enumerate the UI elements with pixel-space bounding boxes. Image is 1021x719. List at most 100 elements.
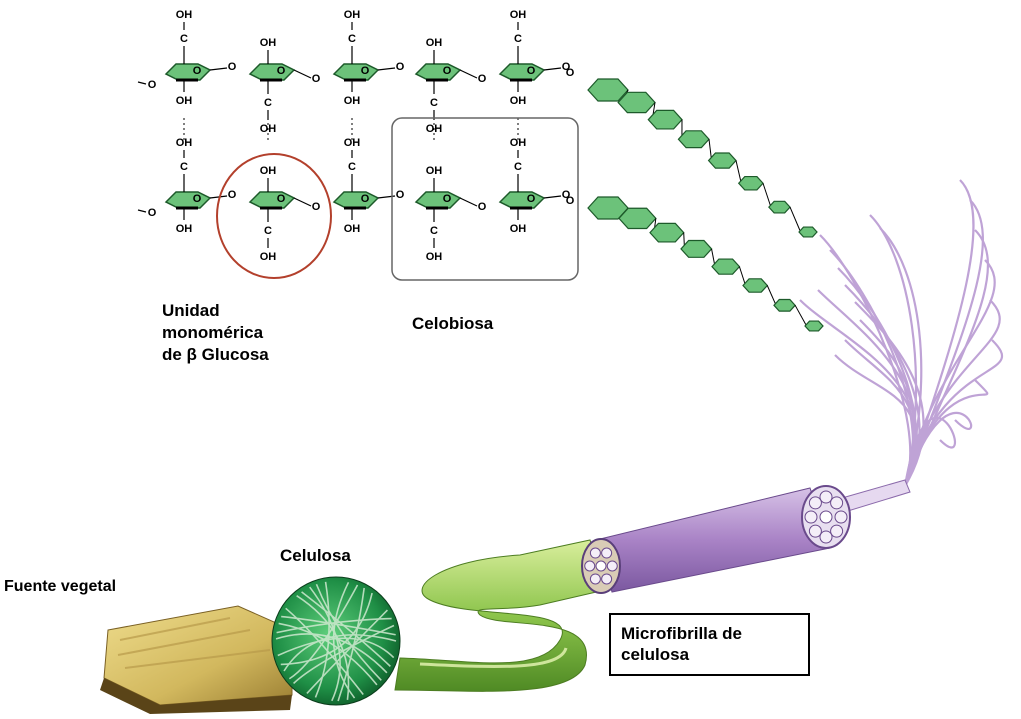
bottom-glycosidic-bond-4 [459,197,478,207]
bottom-tail-hexagon-4 [680,239,713,258]
large-section-circle-2 [830,524,844,538]
large-section-circle-6 [808,496,822,510]
fibril-17 [903,299,1001,487]
top-ring-4 [414,63,462,81]
bottom-ring-5 [498,191,546,209]
bottom-ring-3 [332,191,380,209]
top-glycosidic-bond-3 [377,67,396,71]
beta-glucose-unit-label: Unidad monomérica de β Glucosa [162,300,269,366]
beta-glucose-highlight-circle [216,153,332,279]
bottom-ring-3-oh-top: OH [344,137,361,149]
top-tail-hexagon-5 [707,152,737,169]
mesh-strand-18 [296,595,350,701]
bottom-tail-hexagon-7 [773,298,796,312]
top-ring-2-carbon: C [264,97,272,109]
top-glycosidic-oxygen-3: O [396,61,405,73]
large-section-circle-1 [834,510,848,524]
top-ring-1-oh-bottom: OH [176,95,193,107]
bottom-tail-link-5 [738,266,747,286]
bottom-ring-5-ring-oxygen: O [527,193,536,205]
bottom-glycosidic-oxygen-1: O [228,189,237,201]
bottom-ring-4-oh-bottom: OH [426,251,443,263]
top-ring-4-oh-top: OH [426,37,443,49]
bottom-leading-bond [137,209,147,213]
bottom-ring-5-oh-bottom: OH [510,223,527,235]
top-ring-5-carbon: C [514,33,522,45]
bottom-ring-4-oh-top: OH [426,165,443,177]
top-glycosidic-bond-5 [543,67,562,71]
bottom-ring-5-oh-top: OH [510,137,527,149]
top-ring-5-oh-top: OH [510,9,527,21]
top-ring-4-carbon: C [430,97,438,109]
top-tail-link-5 [735,160,742,184]
bottom-ring-4 [414,191,462,209]
top-chain-tail [587,78,818,238]
top-glycosidic-bond-4 [459,69,478,79]
fibril-strands [799,179,1004,487]
mesh-strand-11 [314,581,330,698]
mesh-strand-6 [301,591,391,667]
top-ring-5-ring-oxygen: O [527,65,536,77]
cellobiose-highlight-box [391,117,579,281]
top-tail-link-6 [762,183,772,208]
small-section-circle-1 [606,560,618,572]
mesh-strand-17 [275,633,388,674]
bottom-ring-2 [248,191,296,209]
large-section-circle-3 [819,530,833,544]
top-ring-2 [248,63,296,81]
bottom-ring-3-ring-oxygen: O [361,193,370,205]
top-ring-5-oh-bottom: OH [510,95,527,107]
mesh-strand-4 [288,584,359,680]
unidad-line-3: de β Glucosa [162,345,269,364]
small-section-circle-3 [589,573,601,585]
cellulose-mesh-circle [271,576,401,706]
bottom-ring-3-carbon: C [348,161,356,173]
hydrogen-bonds [183,118,519,140]
top-ring-2-oh-top: OH [260,37,277,49]
top-ring-1-oh-top: OH [176,9,193,21]
bottom-glycosidic-bond-2 [293,197,312,207]
mesh-strand-3 [309,586,341,702]
bottom-ring-1-ring-oxygen: O [193,193,202,205]
microfibril-line-1: Microfibrilla de [621,624,742,643]
top-ring-1 [164,63,212,81]
cellobiose-label: Celobiosa [412,314,494,333]
bottom-ring-1-oh-bottom: OH [176,223,193,235]
microfibril-bundle [394,479,911,692]
bottom-ring-5-carbon: C [514,161,522,173]
top-glycosidic-oxygen-1: O [228,61,237,73]
purple-cone [595,487,831,593]
top-ring-1-carbon: C [180,33,188,45]
top-glycosidic-oxygen-2: O [312,73,321,85]
mesh-strand-7 [332,581,356,699]
unidad-line-1: Unidad [162,301,220,320]
bottom-glycosidic-oxygen-4: O [478,201,487,213]
top-glycosidic-bond-1 [209,67,228,71]
unidad-line-2: monomérica [162,323,264,342]
microfibril-label-box: Microfibrilla de celulosa [609,613,810,676]
bottom-ring-3-oh-bottom: OH [344,223,361,235]
fibril-2 [829,249,915,487]
bottom-ring-2-oh-top: OH [260,165,277,177]
top-glycosidic-oxygen-5: O [562,61,571,73]
bottom-tail-hexagon-8 [804,320,824,332]
mesh-strand-10 [285,607,364,695]
plant-source-label: Fuente vegetal [4,578,117,595]
top-ring-3-carbon: C [348,33,356,45]
top-ring-3-oh-bottom: OH [344,95,361,107]
bottom-ring-1 [164,191,212,209]
fibril-21 [903,416,957,487]
bottom-tail-hexagon-6 [742,278,769,293]
mesh-strand-14 [315,583,382,681]
large-section-circle-4 [808,524,822,538]
bottom-ring-1-oh-top: OH [176,137,193,149]
bottom-tail-link-7 [794,305,808,327]
large-section-center [819,510,833,524]
bottom-glycosidic-oxygen-3: O [396,189,405,201]
top-ring-3-oh-top: OH [344,9,361,21]
large-section-circle-7 [819,490,833,504]
